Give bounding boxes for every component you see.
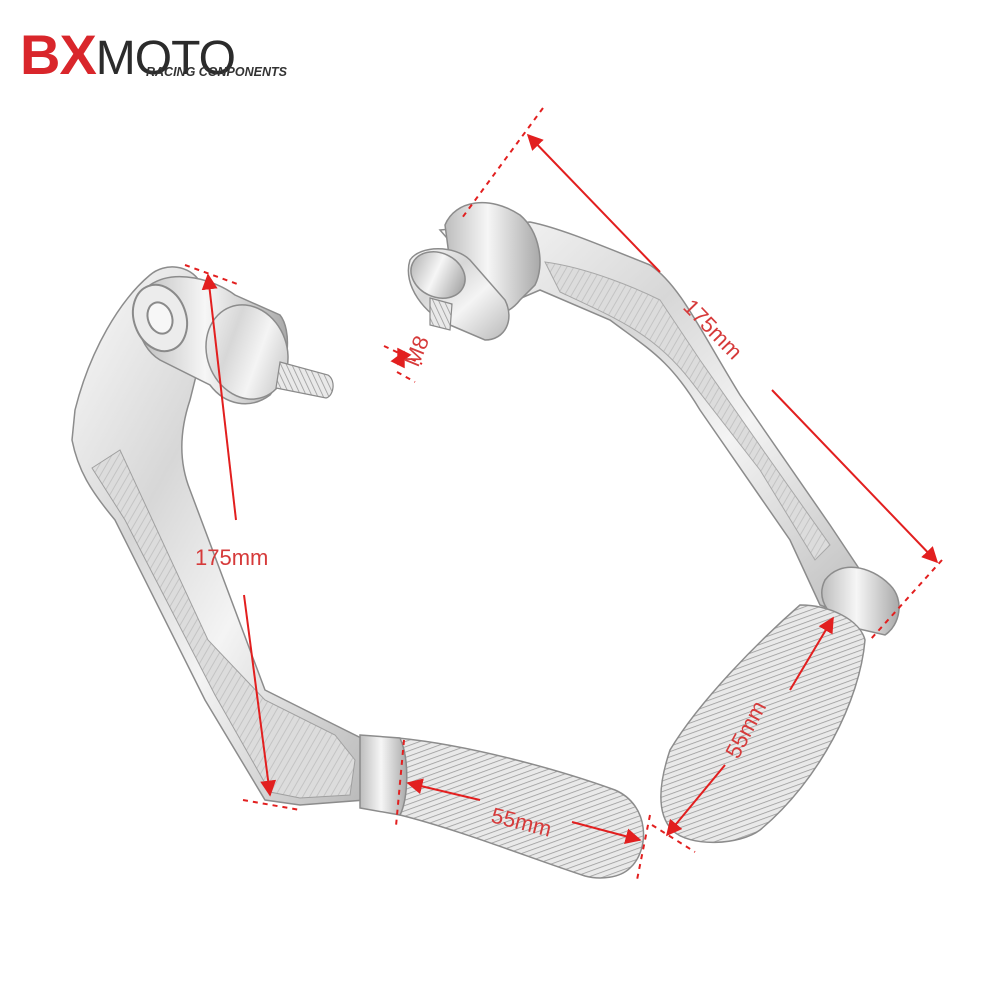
thread-label: M8 (399, 332, 434, 370)
right-grip-arrow-bottom (665, 764, 726, 837)
left-lever-guard (71, 266, 645, 879)
right-lever-guard (407, 201, 900, 844)
left-grip-ext-end (636, 814, 651, 881)
right-length-arrow-bottom (771, 389, 939, 564)
right-grip-arrow-top (789, 616, 834, 691)
right-bolt (429, 297, 453, 331)
logo-bx-part: BX (20, 23, 96, 86)
thread-ext-bottom (396, 371, 416, 383)
left-grip-ext-start (395, 739, 405, 827)
logo-tagline: RACING CONPONENTS (146, 65, 288, 79)
right-grip-ext-end (651, 824, 696, 853)
logo-moto-part: MOTO (96, 32, 235, 85)
brand-logo: BXMOTO RACING CONPONENTS (20, 23, 288, 86)
right-length-ext-top (461, 107, 544, 219)
left-bolt (275, 361, 334, 399)
right-mount-cap (410, 251, 466, 299)
right-guard-face (544, 261, 831, 561)
left-grip-collar (359, 734, 408, 816)
logo-bx-text: BXMOTO (20, 23, 235, 86)
right-length-arrow-top (526, 133, 661, 273)
left-grip (397, 737, 645, 879)
left-mount-hole (146, 301, 174, 335)
left-length-arrow-bottom (243, 594, 277, 797)
right-length-ext-bottom (869, 559, 943, 641)
left-grip-arrow-start (406, 778, 481, 801)
right-grip (660, 604, 866, 844)
thread-arrow (390, 347, 412, 369)
left-length-arrow-top (201, 273, 237, 521)
left-grip-arrow-end (571, 821, 642, 845)
left-length-label: 175mm (195, 545, 268, 570)
left-mount-cap (205, 304, 289, 400)
left-guard-face (91, 449, 356, 799)
